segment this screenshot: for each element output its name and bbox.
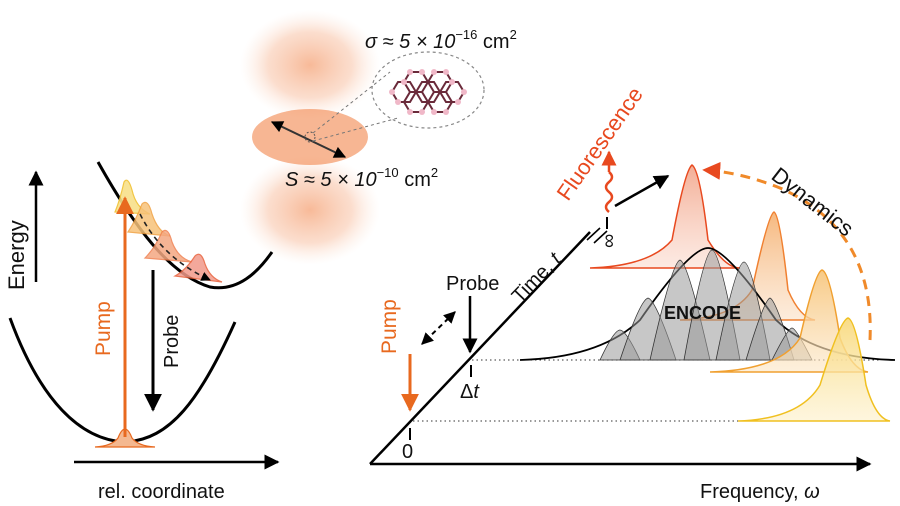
excited-wavepackets xyxy=(114,179,223,283)
probe-label-left: Probe xyxy=(161,315,183,368)
tick-delta-label: Δt xyxy=(460,381,480,403)
ground-state-curve xyxy=(8,317,237,444)
time-axis-label: Time, t xyxy=(508,248,567,308)
energy-axis-label: Energy xyxy=(4,220,29,290)
fluorescence-wave xyxy=(604,171,614,213)
molecule-icon xyxy=(389,69,467,115)
zoom-lines xyxy=(312,51,485,142)
relaxation-arrow xyxy=(139,213,211,281)
delay-arrow xyxy=(421,311,456,345)
spectrum-early xyxy=(737,317,891,422)
laser-beam xyxy=(240,10,380,265)
time-axis xyxy=(369,174,670,465)
fluorescence-label: Fluorescence xyxy=(552,82,648,205)
tick-zero-label: 0 xyxy=(402,441,413,463)
probe-label-right: Probe xyxy=(446,273,499,295)
encode-envelope xyxy=(519,247,896,361)
pump-label-left: Pump xyxy=(92,301,115,356)
encode-label: ENCODE xyxy=(664,303,741,323)
spot-size-label: S ≈ 5 × 10−10 cm2 xyxy=(285,165,438,191)
dynamics-label: Dynamics xyxy=(767,162,858,241)
pump-label-right: Pump xyxy=(378,299,401,354)
coordinate-axis-label: rel. coordinate xyxy=(98,481,225,503)
beam-waist-arrow xyxy=(270,121,347,158)
tick-inf-label: ∞ xyxy=(598,234,620,248)
frequency-axis-label: Frequency, ω xyxy=(700,481,820,503)
dynamics-arrow xyxy=(702,161,872,341)
cross-section-label: σ ≈ 5 × 10−16 cm2 xyxy=(365,27,517,53)
spectrum-infinite xyxy=(589,164,741,269)
